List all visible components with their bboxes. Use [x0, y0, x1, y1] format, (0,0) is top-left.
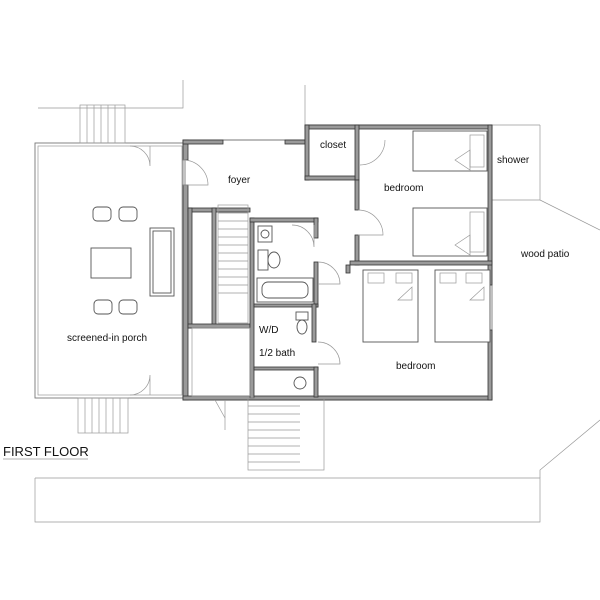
label-half-bath: 1/2 bath — [259, 348, 295, 359]
porch-furniture — [90, 206, 175, 315]
drawing-title: FIRST FLOOR — [3, 444, 89, 459]
front-steps — [224, 397, 325, 471]
label-shower: shower — [497, 155, 530, 166]
label-foyer: foyer — [228, 175, 251, 186]
site-outlines — [34, 80, 600, 523]
room-labels: closet foyer bedroom shower wood patio s… — [67, 140, 577, 372]
label-wood-patio: wood patio — [520, 249, 570, 260]
porch-steps-top — [79, 104, 126, 144]
label-bedroom-upper: bedroom — [384, 183, 423, 194]
porch-steps-bottom — [77, 397, 129, 434]
label-bedroom-lower: bedroom — [396, 361, 435, 372]
label-wd: W/D — [259, 325, 278, 336]
door-swings — [182, 139, 386, 419]
label-closet: closet — [320, 140, 346, 151]
bath-fixtures — [256, 225, 314, 390]
storage-closet — [191, 327, 251, 397]
label-screened-porch: screened-in porch — [67, 333, 147, 344]
interior-stairs — [217, 204, 249, 324]
beds-lower — [362, 269, 491, 343]
drawing-title-block: FIRST FLOOR — [3, 444, 89, 460]
beds-upper — [412, 130, 488, 257]
